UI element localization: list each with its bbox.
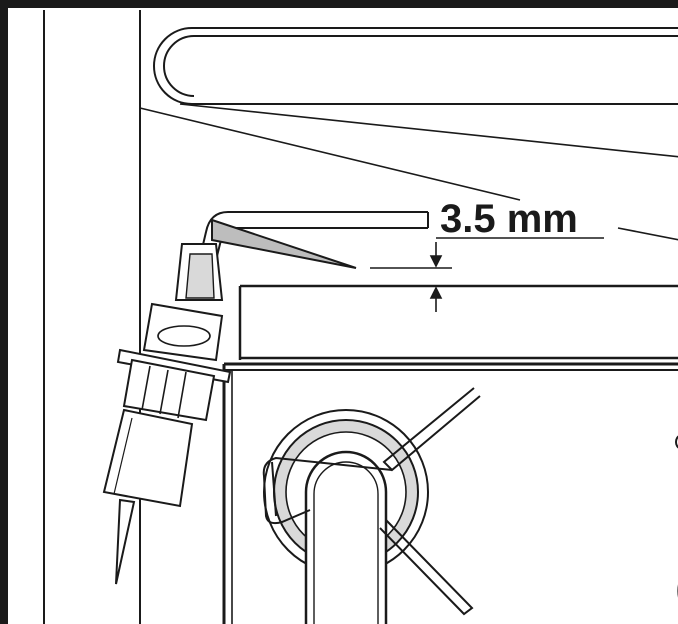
burner-plate [238,284,678,360]
clip-icon [262,387,481,616]
burner-housing [222,362,678,624]
burner-tube-top [153,27,678,105]
ignition-electrode-icon [102,211,429,585]
dimension-arrow-icon [370,237,604,312]
gap-dimension-label: 3.5 mm [440,197,578,241]
sheet-edges [139,103,678,241]
burner-tube-icon [263,409,429,624]
fastener [675,435,678,598]
